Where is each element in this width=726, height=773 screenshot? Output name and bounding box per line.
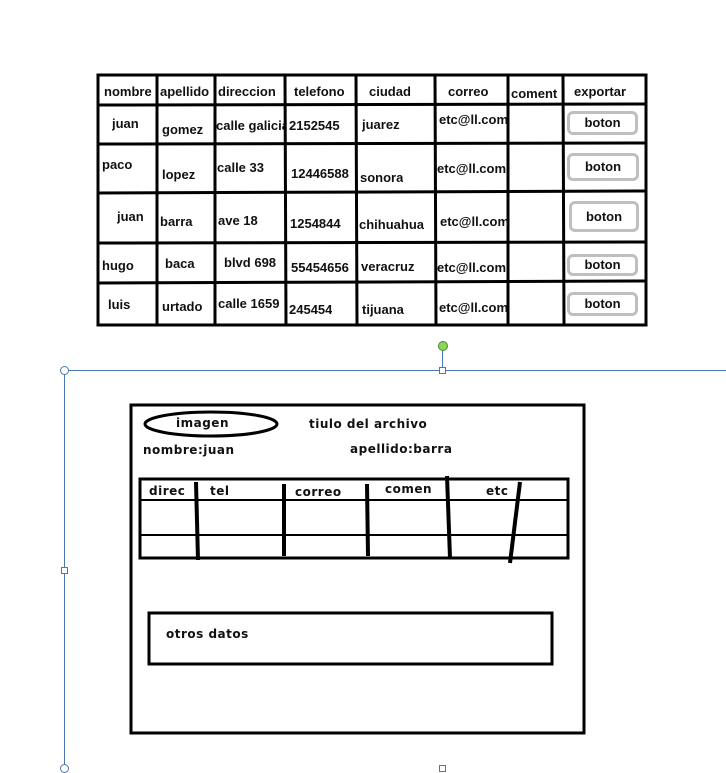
table-cell: tijuana xyxy=(362,302,404,317)
header-ciudad: ciudad xyxy=(369,84,411,99)
resize-handle-top[interactable] xyxy=(439,367,446,374)
nombre-label: nombre:juan xyxy=(143,443,235,457)
resize-handle-top-left[interactable] xyxy=(60,366,69,375)
header-coment: coment xyxy=(511,86,558,101)
table-cell: chihuahua xyxy=(359,217,425,232)
table-cell: 55454656 xyxy=(291,260,349,275)
image-label: imagen xyxy=(176,416,229,430)
table-cell: calle 1659 xyxy=(218,296,280,311)
table-cell: 2152545 xyxy=(289,118,340,133)
table-cell: calle galicia xyxy=(216,118,285,133)
table-cell: juan xyxy=(112,116,139,131)
resize-handle-left[interactable] xyxy=(61,567,68,574)
inner-header-tel: tel xyxy=(210,484,230,498)
table-cell: ave 18 xyxy=(218,213,258,228)
table-cell: 245454 xyxy=(289,302,333,317)
table-cell: urtado xyxy=(162,299,203,314)
table-cell: 1254844 xyxy=(290,216,341,231)
header-direccion: direccion xyxy=(218,84,276,99)
table-cell: sonora xyxy=(360,170,404,185)
table-cell: blvd 698 xyxy=(224,255,277,270)
header-telefono: telefono xyxy=(294,84,345,99)
header-apellido: apellido xyxy=(160,84,210,99)
table-cell: hugo xyxy=(102,258,134,273)
otros-datos-label: otros datos xyxy=(166,627,249,641)
table-cell: calle 33 xyxy=(217,160,264,175)
selection-top-edge xyxy=(64,370,726,371)
export-button[interactable]: boton xyxy=(569,201,639,232)
header-exportar: exportar xyxy=(574,84,627,99)
table-cell: barra xyxy=(160,214,193,229)
table-cell: 12446588 xyxy=(291,166,349,181)
table-cell: lopez xyxy=(162,167,196,182)
rotation-stem xyxy=(442,350,443,370)
table-cell: etc@ll.com xyxy=(437,260,507,275)
rotate-handle-icon[interactable] xyxy=(438,341,448,351)
inner-header-correo: correo xyxy=(295,485,342,499)
export-button[interactable]: boton xyxy=(567,254,638,276)
table-cell: veracruz xyxy=(361,259,415,274)
table-cell: paco xyxy=(102,157,133,172)
export-button[interactable]: boton xyxy=(567,153,639,181)
table-cell: etc@ll.com xyxy=(440,214,508,229)
header-nombre: nombre xyxy=(104,84,152,99)
table-cell: etc@ll.com xyxy=(437,161,507,176)
table-cell: luis xyxy=(108,297,131,312)
apellido-label: apellido:barra xyxy=(350,442,453,456)
header-correo: correo xyxy=(448,84,489,99)
document-title: tiulo del archivo xyxy=(309,417,428,431)
image-placeholder-icon xyxy=(143,410,279,438)
table-cell: gomez xyxy=(162,122,204,137)
table-cell: etc@ll.com xyxy=(439,300,508,315)
export-button[interactable]: boton xyxy=(567,292,638,316)
table-cell: baca xyxy=(165,256,195,271)
export-button[interactable]: boton xyxy=(567,111,638,135)
table-cell: juan xyxy=(117,209,144,224)
table-cell: juarez xyxy=(362,117,400,132)
inner-header-comen: comen xyxy=(385,482,433,496)
inner-header-direc: direc xyxy=(149,484,186,498)
inner-header-etc: etc xyxy=(486,484,509,498)
table-cell: etc@ll.com xyxy=(439,112,508,127)
